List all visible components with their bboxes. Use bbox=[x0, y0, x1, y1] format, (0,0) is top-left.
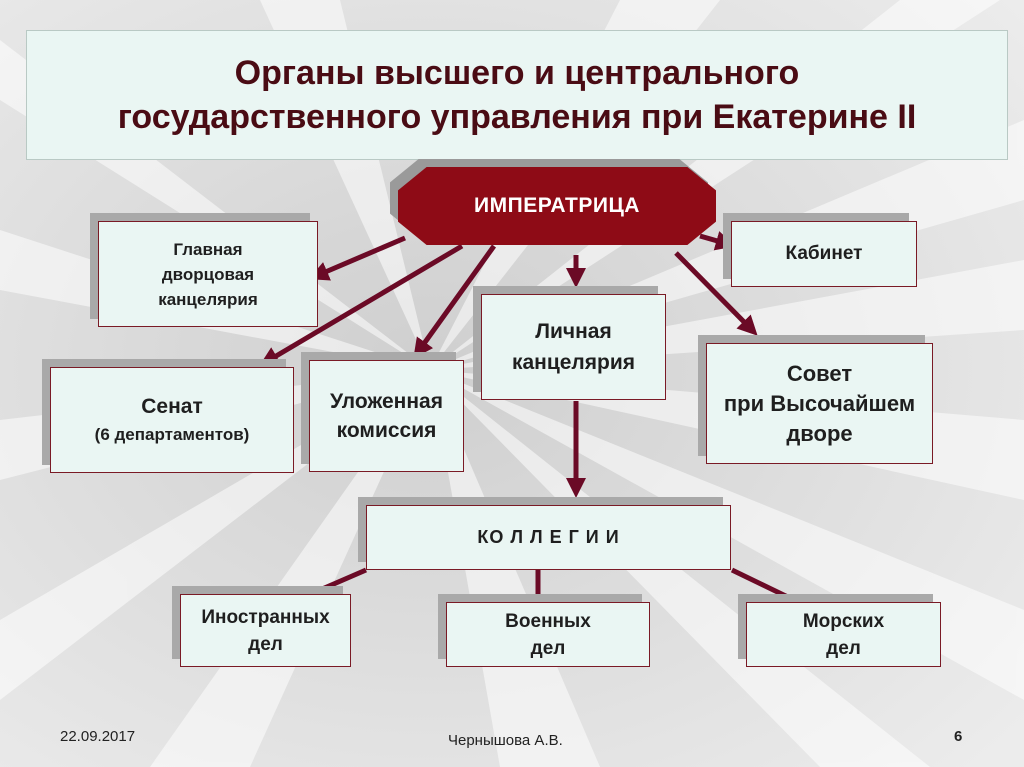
arrow-to-cabinet bbox=[699, 231, 736, 251]
empress-node: ИМПЕРАТРИЦА bbox=[398, 167, 716, 245]
senate-node: Сенат (6 департаментов) bbox=[50, 367, 294, 473]
title-box: Органы высшего и центрального государств… bbox=[26, 30, 1008, 160]
commission-line-1: Уложенная bbox=[330, 390, 443, 413]
footer-date: 22.09.2017 bbox=[60, 728, 136, 745]
arrow-to-senate bbox=[259, 243, 464, 367]
military-line-2: дел bbox=[530, 637, 566, 659]
palace-chancery-line-1: Главная bbox=[173, 239, 243, 259]
palace-chancery-line-2: дворцовая bbox=[161, 264, 255, 284]
palace-chancery-node: Главная дворцовая канцелярия bbox=[98, 221, 318, 327]
foreign-line-1: Иностранных bbox=[201, 606, 330, 628]
commission-line-2: комиссия bbox=[336, 419, 437, 442]
arrow-to-council bbox=[674, 251, 758, 336]
council-line-1: Совет bbox=[786, 360, 853, 386]
council-node: Совет при Высочайшем дворе bbox=[706, 343, 933, 464]
line-to-naval bbox=[730, 567, 796, 603]
empress-label: ИМПЕРАТРИЦА bbox=[474, 194, 640, 217]
naval-line-1: Морских bbox=[802, 610, 885, 632]
senate-note: (6 департаментов) bbox=[94, 425, 250, 444]
arrow-to-commission bbox=[413, 244, 497, 359]
military-line-1: Военных bbox=[505, 610, 591, 632]
legislative-commission-node: Уложенная комиссия bbox=[309, 360, 464, 472]
foreign-affairs-node: Иностранных дел bbox=[180, 594, 351, 667]
page-number: 6 bbox=[954, 728, 963, 745]
military-affairs-node: Военных дел bbox=[446, 602, 650, 667]
personal-chancery-line-2: канцелярия bbox=[511, 351, 636, 374]
council-line-2: при Высочайшем bbox=[723, 390, 916, 416]
naval-affairs-node: Морских дел bbox=[746, 602, 941, 667]
title-line-2: государственного управления при Екатерин… bbox=[117, 98, 917, 136]
foreign-line-2: дел bbox=[248, 633, 283, 655]
naval-line-2: дел bbox=[826, 637, 861, 659]
personal-chancery-node: Личная канцелярия bbox=[481, 294, 666, 400]
title-line-1: Органы высшего и центрального bbox=[234, 54, 800, 92]
cabinet-label: Кабинет bbox=[785, 243, 863, 264]
collegia-label: КО Л Л Е Г И И bbox=[477, 527, 620, 547]
personal-chancery-line-1: Личная bbox=[535, 320, 612, 343]
cabinet-node: Кабинет bbox=[731, 221, 917, 287]
senate-label: Сенат bbox=[141, 395, 203, 418]
footer-author: Чернышова А.В. bbox=[448, 732, 563, 749]
collegia-node: КО Л Л Е Г И И bbox=[366, 505, 731, 570]
palace-chancery-line-3: канцелярия bbox=[158, 289, 258, 309]
line-to-foreign bbox=[305, 567, 367, 599]
council-line-3: дворе bbox=[786, 420, 853, 446]
arrow-to-palace-chancery bbox=[308, 235, 406, 281]
